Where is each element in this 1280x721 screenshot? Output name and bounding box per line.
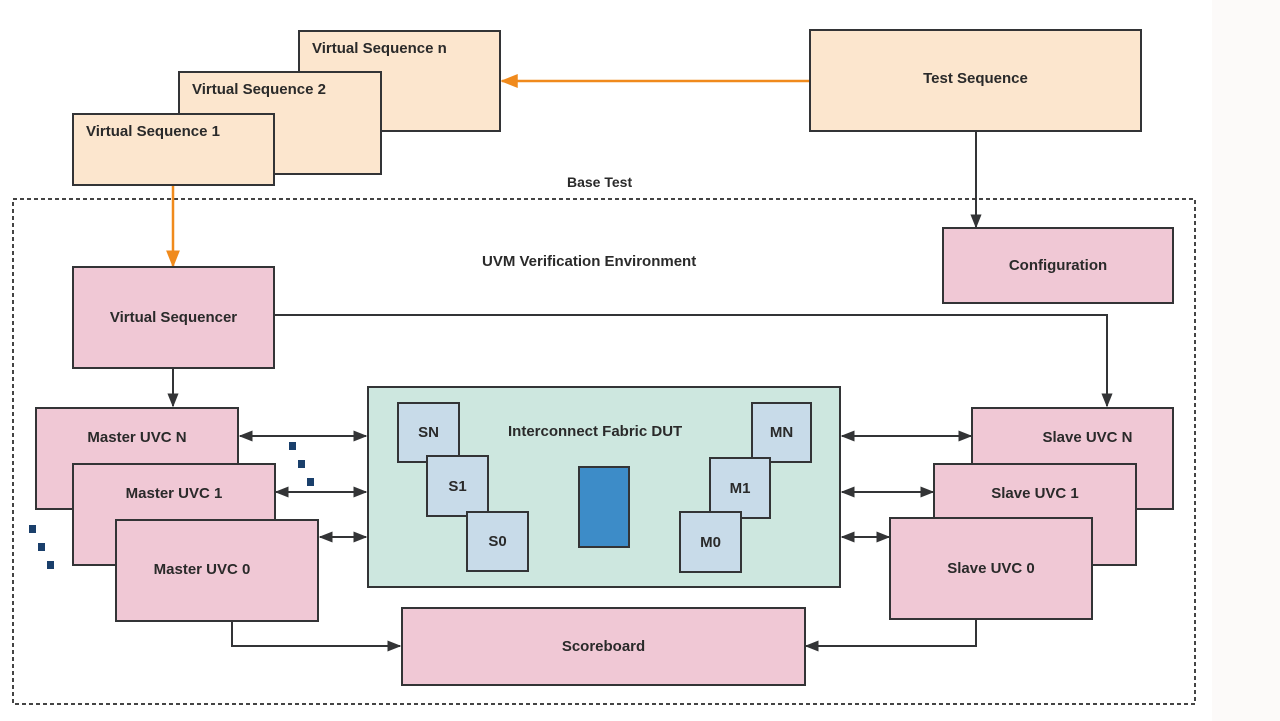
margin-strip (1212, 0, 1280, 721)
port-mn-label: MN (769, 424, 794, 441)
port-sn: SN (397, 402, 460, 463)
port-s1: S1 (426, 455, 489, 517)
scoreboard: Scoreboard (401, 607, 806, 686)
master-uvc-0-label: Master UVC 0 (153, 561, 251, 578)
ellipsis-dot (38, 543, 45, 551)
slave-uvc-0: Slave UVC 0 (889, 517, 1093, 620)
base-test-label: Base Test (567, 174, 633, 190)
ellipsis-dot (47, 561, 54, 569)
virtual-sequencer-label: Virtual Sequencer (109, 309, 238, 326)
virtual-sequence-1: Virtual Sequence 1 (72, 113, 275, 186)
arrow-slave-to-scoreboard (804, 618, 977, 652)
port-m0: M0 (679, 511, 742, 573)
ellipsis-dot (307, 478, 314, 486)
port-mn: MN (751, 402, 812, 463)
fabric-core (578, 466, 630, 548)
virtual-sequence-n-label: Virtual Sequence n (312, 40, 447, 57)
scoreboard-label: Scoreboard (561, 638, 646, 655)
port-s0: S0 (466, 511, 529, 572)
uvm-environment-label: UVM Verification Environment (482, 253, 697, 270)
test-sequence: Test Sequence (809, 29, 1142, 132)
port-m0-label: M0 (700, 533, 721, 551)
master-uvc-n-label: Master UVC N (87, 429, 187, 446)
slave-uvc-1-label: Slave UVC 1 (991, 485, 1079, 502)
test-sequence-label: Test Sequence (923, 70, 1028, 87)
port-s0-label: S0 (488, 533, 507, 550)
ellipsis-dot (29, 525, 36, 533)
arrow-sequencer-to-slave (275, 314, 1113, 408)
base-test-boundary (12, 198, 1196, 705)
port-s1-label: S1 (448, 477, 467, 495)
port-m1: M1 (709, 457, 771, 519)
master-uvc-1-label: Master UVC 1 (125, 485, 223, 502)
configuration: Configuration (942, 227, 1174, 304)
port-sn-label: SN (418, 424, 439, 441)
arrow-master-to-scoreboard (231, 620, 402, 652)
port-m1-label: M1 (729, 479, 751, 497)
virtual-sequence-1-label: Virtual Sequence 1 (86, 123, 220, 140)
slave-uvc-0-label: Slave UVC 0 (947, 560, 1035, 577)
virtual-sequence-2-label: Virtual Sequence 2 (192, 81, 326, 98)
dut-title: Interconnect Fabric DUT (508, 423, 683, 440)
ellipsis-dot (298, 460, 305, 468)
virtual-sequencer: Virtual Sequencer (72, 266, 275, 369)
configuration-label: Configuration (1008, 257, 1108, 274)
ellipsis-dot (289, 442, 296, 450)
slave-uvc-n-label: Slave UVC N (1042, 429, 1133, 446)
master-uvc-0: Master UVC 0 (115, 519, 319, 622)
